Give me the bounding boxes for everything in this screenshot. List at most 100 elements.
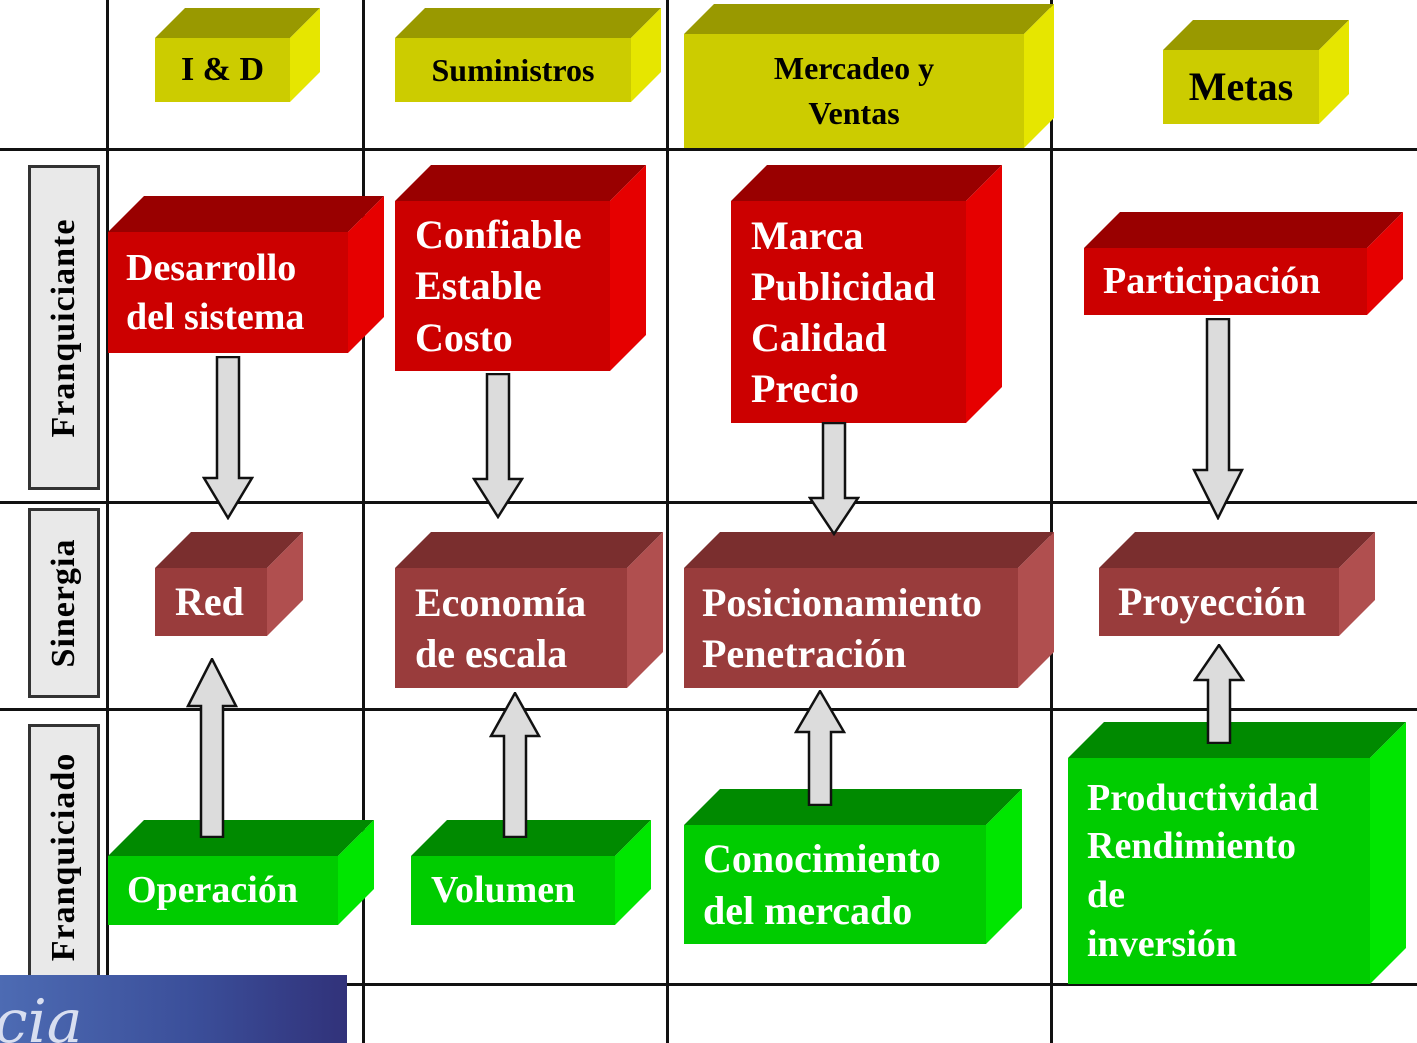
box-face: Marca Publicidad Calidad Precio <box>731 201 966 423</box>
box-line: Marca <box>751 212 864 258</box>
arrow-down-icon <box>472 373 524 519</box>
franquiciante-box-i-d: Desarrollo del sistema <box>108 196 384 353</box>
box-face: Red <box>155 568 267 636</box>
box-side <box>1370 722 1406 984</box>
header-label: Mercadeo y <box>773 50 935 87</box>
box-face: Proyección <box>1099 568 1339 636</box>
box-top <box>684 789 1022 825</box>
box-line: inversión <box>1087 922 1237 965</box>
arrow-up-icon <box>489 692 541 838</box>
box-face: Desarrollo del sistema <box>108 232 348 353</box>
grid-line <box>362 0 365 1043</box>
grid-line <box>0 148 1417 151</box>
franquiciado-box-productividad: Productividad Rendimiento de inversión <box>1068 722 1406 984</box>
row-label-text: Sinergia <box>45 538 82 668</box>
box-top <box>1068 722 1406 758</box>
arrow-up-icon <box>1193 644 1245 744</box>
box-line: Proyección <box>1118 579 1307 625</box>
box-top <box>1163 20 1349 50</box>
box-line: de escala <box>415 631 568 676</box>
row-label-text: Franquiciado <box>45 752 82 961</box>
header-label: I & D <box>180 51 265 89</box>
box-top <box>395 532 663 568</box>
box-line: Calidad <box>751 315 887 360</box>
franquiciante-box-suministros: Confiable Estable Costo <box>395 165 646 371</box>
sinergia-box-proyeccion: Proyección <box>1099 532 1375 636</box>
box-line: Confiable <box>415 212 582 258</box>
box-line: de <box>1087 874 1125 916</box>
box-line: Red <box>175 579 244 625</box>
box-line: Publicidad <box>751 263 936 309</box>
box-top <box>731 165 1002 201</box>
grid-line <box>106 0 109 975</box>
box-face: Volumen <box>411 856 615 925</box>
header-label: Suministros <box>431 51 595 88</box>
logo: cia <box>0 975 347 1043</box>
box-top <box>684 4 1054 34</box>
column-header-metas: Metas <box>1163 20 1349 124</box>
box-line: Costo <box>415 314 513 360</box>
arrow-up-icon <box>186 658 238 838</box>
header-label: Ventas <box>808 95 900 131</box>
column-header-suministros: Suministros <box>395 8 661 102</box>
arrow-down-icon <box>808 422 860 536</box>
box-line: Desarrollo <box>126 246 297 289</box>
box-face: Operación <box>108 856 338 925</box>
box-top <box>155 8 320 38</box>
row-label-text: Franquiciante <box>45 218 82 437</box>
header-label: Metas <box>1188 64 1294 110</box>
arrow-down-icon <box>1192 318 1244 520</box>
box-line: Productividad <box>1087 776 1319 819</box>
row-label-franquiciante: Franquiciante <box>28 165 100 490</box>
box-face: Mercadeo y Ventas <box>684 34 1024 148</box>
box-face: Conocimiento del mercado <box>684 825 986 944</box>
column-header-i-d: I & D <box>155 8 320 102</box>
box-face: Metas <box>1163 50 1319 124</box>
box-face: Suministros <box>395 38 631 102</box>
box-line: Economía <box>415 579 587 625</box>
box-face: Economía de escala <box>395 568 627 688</box>
box-line: Participación <box>1103 260 1321 303</box>
box-line: Precio <box>751 366 860 412</box>
box-top <box>108 820 374 856</box>
box-top <box>684 532 1054 568</box>
sinergia-box-economia: Economía de escala <box>395 532 663 688</box>
box-face: Participación <box>1084 248 1367 315</box>
box-face: Posicionamiento Penetración <box>684 568 1018 688</box>
grid-line <box>666 0 669 1043</box>
box-line: del mercado <box>703 887 913 933</box>
arrow-up-icon <box>794 690 846 806</box>
grid-line <box>0 983 1417 986</box>
grid-line <box>0 708 1417 711</box>
box-side <box>610 165 646 371</box>
logo-text: cia <box>0 987 83 1043</box>
sinergia-box-posicionamiento: Posicionamiento Penetración <box>684 532 1054 688</box>
box-line: Rendimiento <box>1087 825 1296 868</box>
box-top <box>395 165 646 201</box>
box-face: I & D <box>155 38 290 102</box>
column-header-mercadeo-ventas: Mercadeo y Ventas <box>684 4 1054 148</box>
franquiciado-box-operacion: Operación <box>108 820 374 925</box>
box-line: Posicionamiento <box>702 579 982 625</box>
franquiciante-box-metas: Participación <box>1084 212 1403 315</box>
box-line: Operación <box>127 869 298 912</box>
box-top <box>1099 532 1375 568</box>
box-top <box>108 196 384 232</box>
box-top <box>395 8 661 38</box>
box-top <box>1084 212 1403 248</box>
franquiciado-box-conocimiento: Conocimiento del mercado <box>684 789 1022 944</box>
row-label-franquiciado: Franquiciado <box>28 724 100 989</box>
franquiciante-box-mercadeo: Marca Publicidad Calidad Precio <box>731 165 1002 423</box>
arrow-down-icon <box>202 356 254 520</box>
box-line: Volumen <box>431 869 576 912</box>
box-line: del sistema <box>126 295 305 338</box>
row-label-sinergia: Sinergia <box>28 508 100 698</box>
grid-line <box>1050 0 1053 1043</box>
franquiciado-box-volumen: Volumen <box>411 820 651 925</box>
box-face: Productividad Rendimiento de inversión <box>1068 758 1370 984</box>
box-line: Estable <box>415 263 542 309</box>
box-top <box>411 820 651 856</box>
box-line: Conocimiento <box>703 836 941 882</box>
box-side <box>966 165 1002 423</box>
box-face: Confiable Estable Costo <box>395 201 610 371</box>
